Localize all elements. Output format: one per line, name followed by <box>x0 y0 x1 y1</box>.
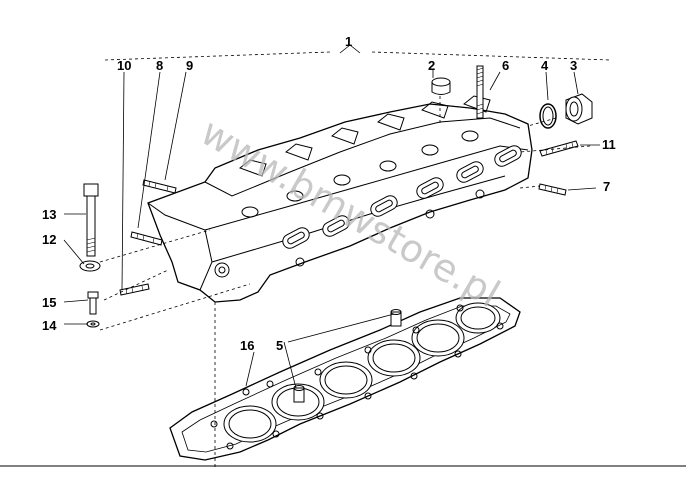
gasket-bolt-holes <box>210 304 504 450</box>
callout-16: 16 <box>240 338 254 353</box>
callout-11: 11 <box>602 137 616 152</box>
stud-7 <box>538 183 567 196</box>
callout-14: 14 <box>42 318 57 333</box>
callout-8: 8 <box>156 58 163 73</box>
callout-12: 12 <box>42 232 56 247</box>
cap-part <box>431 77 451 95</box>
callout-5: 5 <box>276 338 283 353</box>
callout-9: 9 <box>186 58 193 73</box>
leader-lines <box>63 70 600 389</box>
washer <box>79 260 101 272</box>
assembly-lines <box>99 96 591 470</box>
small-washer <box>86 320 100 328</box>
callout-1: 1 <box>345 34 352 49</box>
short-bolt <box>87 291 99 315</box>
callout-13: 13 <box>42 207 56 222</box>
callout-3: 3 <box>570 58 577 73</box>
sealing-ring <box>539 103 557 129</box>
stud-10 <box>119 283 150 296</box>
stud-9 <box>142 179 177 194</box>
header-bracket-line <box>104 44 611 61</box>
long-stud <box>476 65 484 119</box>
head-gasket <box>169 297 521 461</box>
dowel-sleeve-rear <box>390 309 402 327</box>
callout-labels: 1 2 3 4 5 6 7 8 9 10 11 12 13 14 15 16 <box>42 34 616 353</box>
exhaust-ports <box>282 145 522 249</box>
cylinder-head <box>147 95 533 303</box>
callout-2: 2 <box>428 58 435 73</box>
stud-8 <box>130 231 163 246</box>
callout-15: 15 <box>42 295 56 310</box>
callout-6: 6 <box>502 58 509 73</box>
gasket-bores <box>223 302 501 443</box>
head-bolt <box>83 183 99 257</box>
dowel-sleeve-front <box>293 385 305 403</box>
callout-4: 4 <box>541 58 549 73</box>
screw-plug <box>565 93 593 125</box>
callout-10: 10 <box>117 58 131 73</box>
callout-7: 7 <box>603 179 610 194</box>
